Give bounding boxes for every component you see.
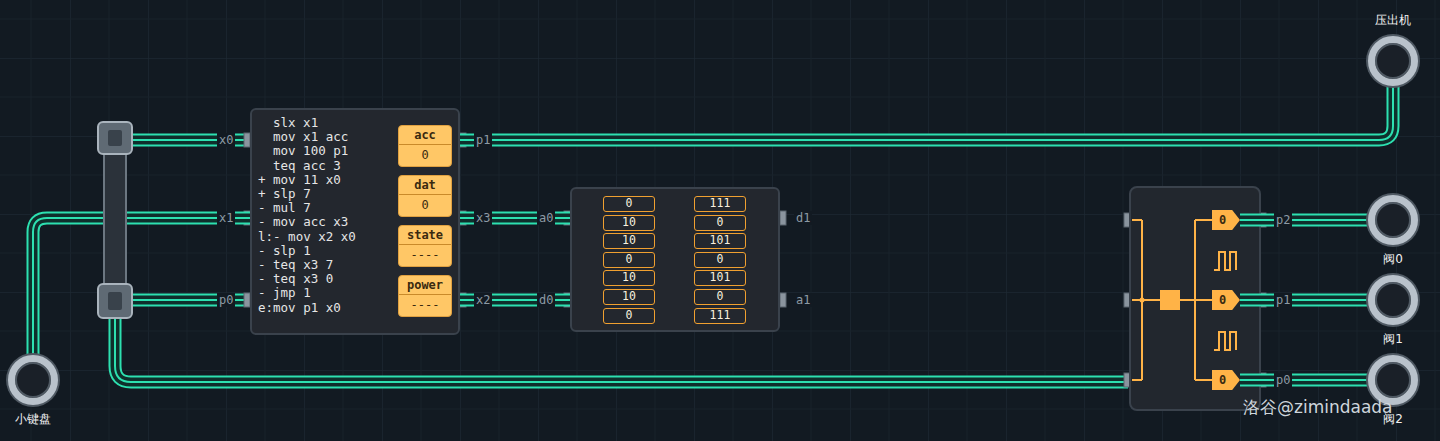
pin-label: p0: [217, 293, 235, 307]
memory-cell: 0: [694, 215, 746, 231]
pin-label: x0: [217, 133, 235, 147]
pin-label: x3: [474, 211, 492, 225]
code-line: - jmp 1: [258, 286, 311, 300]
register-name: dat: [414, 176, 436, 194]
pin-label: p1: [474, 133, 492, 147]
register-box: acc0: [398, 125, 452, 167]
wire-strand: [1240, 219, 1368, 221]
wire-strand: [1240, 379, 1368, 381]
wire-strand: [1240, 294, 1368, 307]
memory-cell: 10: [603, 233, 655, 249]
device-label: 阀0: [1383, 251, 1403, 267]
wire: [1240, 380, 1368, 381]
register-name: state: [407, 226, 443, 244]
code-line: - mul 7: [258, 201, 311, 215]
wire-strand: [1240, 376, 1368, 385]
wire-strand: [33, 218, 250, 355]
wire-strand: [33, 218, 250, 355]
memory-cell: 111: [694, 196, 746, 212]
gate-value: 0: [1219, 210, 1240, 230]
logic-gate: 0: [1212, 290, 1240, 310]
memory-cell: 101: [694, 270, 746, 286]
register-box: power----: [398, 275, 452, 317]
device-ring: [1368, 195, 1418, 245]
pin-label: d0: [537, 293, 555, 307]
pin-label: p1: [1274, 293, 1292, 307]
wire-strand: [1240, 296, 1368, 305]
register-value: ----: [399, 244, 451, 265]
pin-label: x2: [474, 293, 492, 307]
bridge-part: [98, 122, 132, 318]
code-line: - teq x3 7: [258, 258, 333, 272]
wire: [1240, 300, 1368, 301]
io-device: 阀0: [1368, 195, 1418, 267]
code-line: - slp 1: [258, 244, 311, 258]
layout-wires: [115, 140, 1128, 382]
code-line: + mov 11 x0: [258, 173, 341, 187]
logic-gate: 0: [1212, 210, 1240, 230]
microcontroller: slx x1mov x1 accmov 100 p1teq acc 3+ mov…: [250, 108, 460, 335]
io-device: 压出机: [1368, 12, 1418, 86]
wire: [33, 218, 250, 355]
gate-value: 0: [1219, 370, 1240, 390]
io-device: 小键盘: [8, 355, 58, 427]
device-ring: [1368, 36, 1418, 86]
memory-cell: 10: [603, 289, 655, 305]
code-line: mov 100 p1: [273, 144, 348, 158]
wire-strand: [33, 218, 250, 355]
code-line: teq acc 3: [273, 159, 341, 173]
pin-label: p0: [1274, 373, 1292, 387]
pin-label: p2: [1274, 213, 1292, 227]
device-ring: [8, 355, 58, 405]
pin-label: d1: [794, 211, 812, 225]
memory-cell: 0: [603, 308, 655, 324]
wire: [1240, 220, 1368, 221]
wire: [460, 86, 1393, 140]
code-line: + slp 7: [258, 187, 311, 201]
wire-strand: [1240, 216, 1368, 225]
register-value: ----: [399, 294, 451, 315]
memory-cell: 0: [603, 196, 655, 212]
logic-gate: 0: [1212, 370, 1240, 390]
pin-label: x1: [217, 211, 235, 225]
register-name: acc: [414, 126, 436, 144]
memory-cell: 0: [603, 252, 655, 268]
memory-cell: 101: [694, 233, 746, 249]
register-box: state----: [398, 225, 452, 267]
wire-strand: [460, 86, 1393, 140]
wire-strand: [1240, 374, 1368, 387]
device-ring: [1368, 275, 1418, 325]
memory-cell: 0: [694, 289, 746, 305]
memory-cell: 111: [694, 308, 746, 324]
code-line: - mov acc x3: [258, 215, 348, 229]
watermark: 洛谷@zimindaada: [1241, 397, 1395, 417]
memory-cell: 0: [694, 252, 746, 268]
register-box: dat0: [398, 175, 452, 217]
device-label: 阀1: [1383, 331, 1403, 347]
wire-strand: [460, 86, 1393, 140]
device-label: 压出机: [1375, 12, 1411, 28]
memory-cell: 10: [603, 270, 655, 286]
wire-strand: [460, 294, 570, 307]
code-line: - teq x3 0: [258, 272, 333, 286]
memory-chip: 01010010100111010101010111: [570, 187, 780, 332]
wire-strand: [460, 86, 1393, 140]
io-device: 阀1: [1368, 275, 1418, 347]
device-label: 小键盘: [15, 411, 51, 427]
wire-strand: [1240, 299, 1368, 301]
pin-label: a0: [537, 211, 555, 225]
code-line: mov x1 acc: [273, 130, 348, 144]
wire-strand: [460, 212, 570, 225]
wire-strand: [1240, 214, 1368, 227]
gate-value: 0: [1219, 290, 1240, 310]
register-value: 0: [399, 194, 451, 215]
code-line: l:- mov x2 x0: [258, 230, 356, 244]
pin-label: a1: [794, 293, 812, 307]
register-value: 0: [399, 144, 451, 165]
memory-cell: 10: [603, 215, 655, 231]
code-line: slx x1: [273, 116, 318, 130]
code-line: e:mov p1 x0: [258, 301, 341, 315]
register-name: power: [407, 276, 443, 294]
